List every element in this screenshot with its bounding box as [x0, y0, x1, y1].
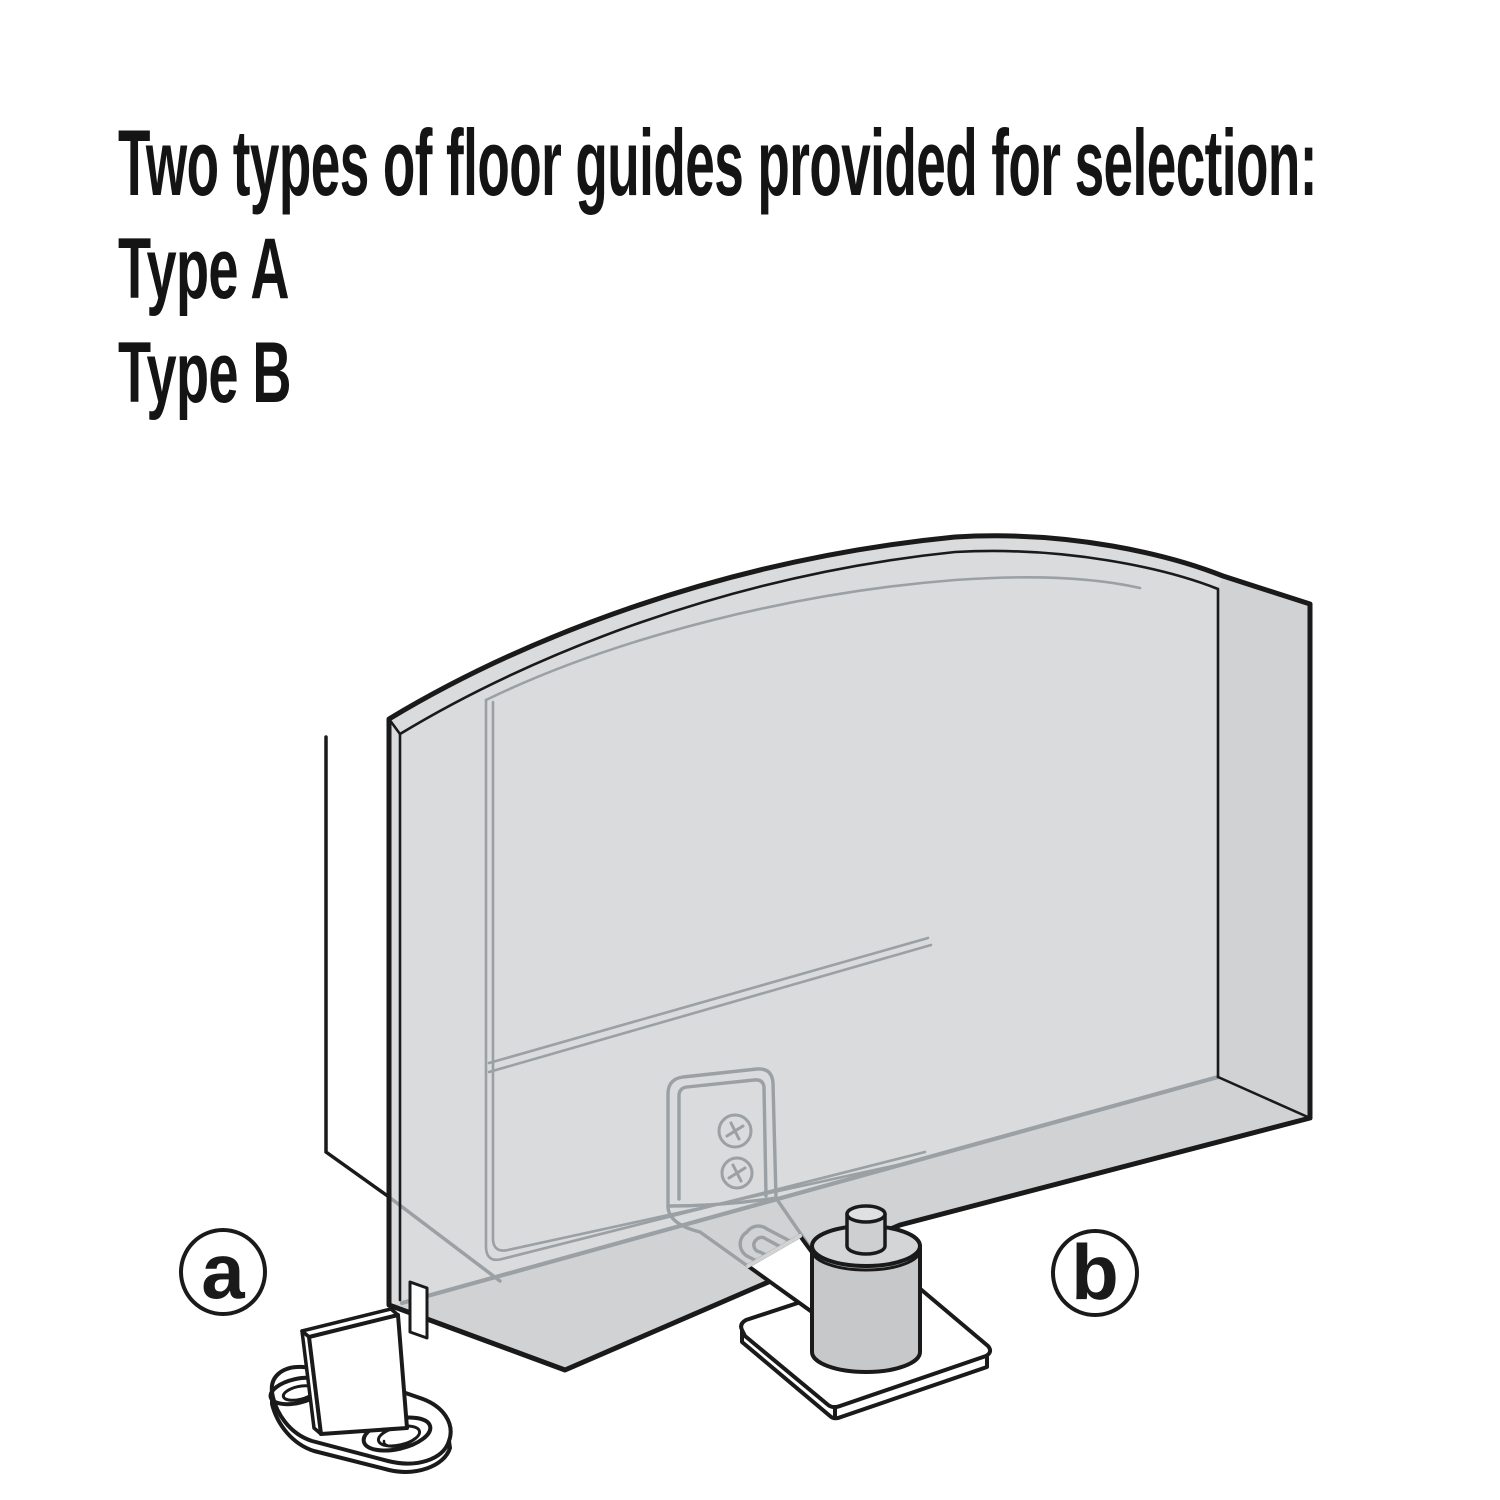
guide-roller: [810, 1204, 922, 1374]
label-a: a: [179, 1227, 267, 1316]
guide-b-plate-thickness: [740, 1329, 989, 1421]
door-bottom-corner-line: [1216, 1075, 1312, 1120]
door-inner-arch: [387, 549, 1220, 1079]
type-b-label: Type B: [118, 325, 291, 421]
wall-line: [324, 735, 391, 1199]
page-title: Two types of floor guides provided for s…: [118, 110, 1317, 215]
door-front-bottom-edge: [399, 1074, 1221, 1306]
label-a-text: a: [201, 1227, 245, 1315]
label-a-circle: [179, 1228, 267, 1316]
wall-line-hidden: [387, 1195, 502, 1283]
door-grooves: [484, 576, 1142, 1262]
door-notch: [408, 1280, 429, 1340]
floor-guide-b: [739, 1204, 993, 1421]
door-outline: [386, 533, 1313, 1373]
label-b-circle: [1051, 1229, 1139, 1317]
door-right-edge-face: [1218, 576, 1310, 1118]
screw-icon: [717, 1113, 753, 1149]
label-b-text: b: [1071, 1228, 1119, 1316]
type-a-label: Type A: [118, 221, 289, 317]
screw-icon: [720, 1156, 754, 1190]
floor-guide-a: [268, 1307, 453, 1474]
guide-a-base-thickness: [270, 1394, 452, 1474]
label-b: b: [1051, 1228, 1139, 1317]
guide-a-upright: [307, 1313, 409, 1436]
